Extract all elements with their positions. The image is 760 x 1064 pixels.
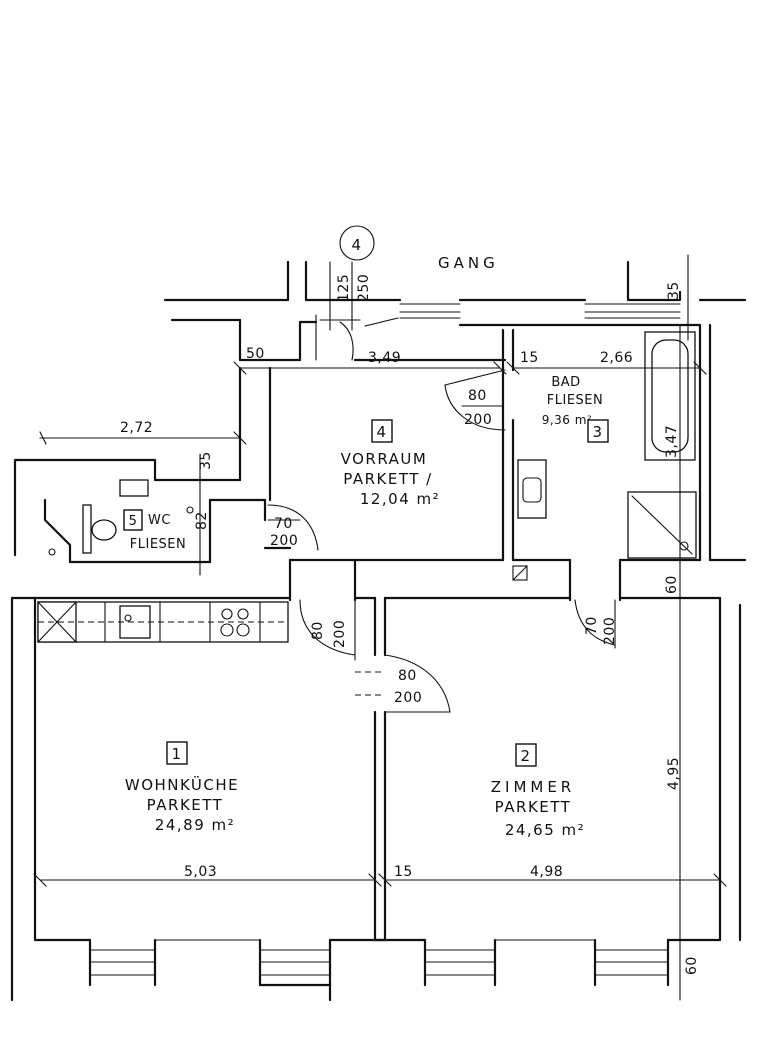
dim-zimmer-height: 4,95 [666, 757, 682, 790]
door-wc-height: 200 [270, 533, 298, 549]
room-area: 12,04 m² [360, 490, 440, 508]
door-zimmer-upper-height: 200 [602, 617, 618, 645]
room-number: 3 [592, 423, 603, 441]
windows [89, 303, 681, 976]
room-number: 2 [520, 747, 531, 765]
dim-right-wall: 60 [664, 575, 680, 594]
dim-entry-large: 250 [356, 274, 372, 302]
room-name: WOHNKÜCHE [125, 775, 239, 794]
room-wc: 5 WC FLIESEN [123, 509, 186, 552]
kitchen-counter [37, 601, 289, 643]
dim-top-wall: 35 [666, 281, 682, 300]
dim-bath-gap: 15 [520, 350, 539, 366]
kitchen-sink [119, 605, 151, 639]
dim-mid-wall: 15 [394, 864, 413, 880]
dim-zimmer-width: 4,98 [530, 864, 563, 880]
corridor-badge: 4 [351, 236, 362, 254]
wc-fixtures [48, 479, 194, 556]
room-name: BAD [551, 375, 580, 390]
room-name: ZIMMER [491, 778, 575, 796]
toilet-bowl [91, 519, 117, 541]
dimension-labels: 2,72 35 82 50 3,49 15 2,66 3,47 35 125 2… [120, 274, 700, 975]
door-zimmer-upper-width: 70 [584, 616, 600, 635]
dim-bath-height: 3,47 [664, 425, 680, 458]
door-zimmer-lower-height: 200 [394, 690, 422, 706]
dim-wc-height: 82 [194, 511, 210, 530]
corridor-badge-circle [339, 225, 375, 261]
door-wc-width: 70 [274, 516, 293, 532]
dim-vorraum-width: 3,49 [368, 350, 401, 366]
door-bad-height: 200 [464, 412, 492, 428]
dim-kitchen-width: 5,03 [184, 864, 217, 880]
entry-door [315, 314, 399, 361]
corridor-label: GANG [438, 254, 499, 272]
door-bad-width: 80 [468, 388, 487, 404]
room-zimmer: 2 ZIMMER PARKETT 24,65 m² [491, 743, 585, 839]
shaft [512, 565, 528, 581]
room-vorraum: 4 VORRAUM PARKETT / 12,04 m² [341, 419, 440, 508]
room-area: 24,65 m² [505, 821, 585, 839]
dim-bath-width: 2,66 [600, 350, 633, 366]
dim-vorraum-wall: 50 [246, 346, 265, 362]
bath-sink [517, 459, 547, 519]
door-zimmer-lower-width: 80 [398, 668, 417, 684]
room-number: 5 [129, 514, 138, 529]
room-floor: FLIESEN [130, 537, 186, 552]
door-kueche-height: 200 [332, 620, 348, 648]
hob-burner [221, 608, 233, 620]
room-area: 24,89 m² [155, 816, 235, 834]
door-labels: 80 200 70 200 80 200 70 200 80 200 [270, 388, 618, 706]
room-floor: PARKETT [495, 798, 572, 816]
room-number: 4 [376, 423, 387, 441]
room-name: VORRAUM [341, 450, 428, 468]
dim-entry-small: 125 [336, 274, 352, 302]
dim-wc-width: 2,72 [120, 420, 153, 436]
room-number: 1 [171, 745, 182, 763]
room-bad: BAD FLIESEN 9,36 m² 3 [542, 375, 609, 443]
walls [10, 260, 747, 1002]
room-name: WC [148, 513, 171, 528]
room-floor: PARKETT / [343, 470, 432, 488]
door-kueche-width: 80 [310, 621, 326, 640]
door-swings [267, 369, 616, 713]
toilet-tank [82, 504, 92, 554]
room-floor: PARKETT [147, 796, 224, 814]
dim-bottom-wall: 60 [684, 956, 700, 975]
room-floor: FLIESEN [547, 393, 603, 408]
dimension-lines [33, 254, 727, 1001]
dim-wc-side: 35 [198, 451, 214, 470]
corridor: 4 GANG [339, 225, 499, 272]
room-area: 9,36 m² [542, 413, 593, 427]
room-wohnkueche: 1 WOHNKÜCHE PARKETT 24,89 m² [125, 741, 239, 834]
